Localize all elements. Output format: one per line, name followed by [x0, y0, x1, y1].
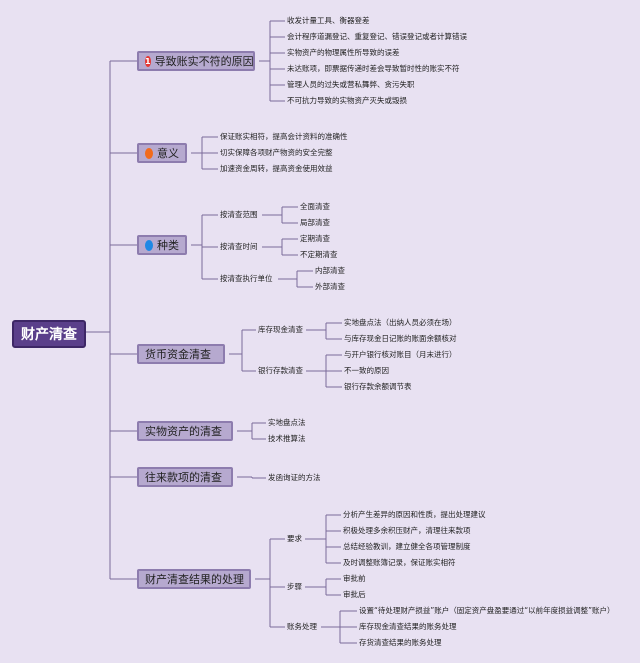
- leaf-significance-1[interactable]: 保证账实相符，提高会计资料的准确性: [220, 132, 348, 141]
- branch-cash-funds[interactable]: 货币资金清查: [137, 344, 225, 364]
- branch-result-handling-label: 财产清查结果的处理: [145, 573, 244, 586]
- branch-causes-label: 导致账实不符的原因: [154, 55, 254, 68]
- branch-causes[interactable]: 1 导致账实不符的原因: [137, 51, 255, 71]
- branch-types[interactable]: 种类: [137, 235, 187, 255]
- connector-executor: [278, 270, 313, 288]
- sub-bank-deposit[interactable]: 银行存款清查: [258, 366, 303, 375]
- sub-requirements[interactable]: 要求: [287, 534, 302, 543]
- connector-bank: [306, 354, 342, 388]
- leaf-bank-statement[interactable]: 银行存款余额调节表: [344, 382, 412, 391]
- leaf-physical-count[interactable]: 实地盘点法: [268, 418, 306, 427]
- connector-receivables: [237, 476, 266, 479]
- leaf-req-2[interactable]: 积极处理多余积压财产，清理往来款项: [343, 526, 471, 535]
- branch-types-label: 种类: [157, 239, 179, 252]
- branch-cash-funds-label: 货币资金清查: [145, 348, 211, 361]
- leaf-cause-3[interactable]: 实物资产的物理属性所导致的误差: [287, 48, 400, 57]
- leaf-cause-6[interactable]: 不可抗力导致的实物资产灭失或毁损: [287, 96, 407, 105]
- sub-by-time[interactable]: 按清查时间: [220, 242, 258, 251]
- leaf-after-approval[interactable]: 审批后: [343, 590, 366, 599]
- leaf-internal-check[interactable]: 内部清查: [315, 266, 345, 275]
- connector-types: [191, 214, 218, 280]
- connector-physical: [237, 422, 266, 440]
- sub-by-executor[interactable]: 按清查执行单位: [220, 274, 273, 283]
- number-1-icon: 1: [145, 55, 151, 67]
- sub-by-scope[interactable]: 按清查范围: [220, 210, 258, 219]
- leaf-before-approval[interactable]: 审批前: [343, 574, 366, 583]
- leaf-significance-2[interactable]: 切实保障各项财产物资的安全完整: [220, 148, 333, 157]
- root-node[interactable]: 财产清查: [12, 320, 86, 348]
- branch-physical-assets-label: 实物资产的清查: [145, 425, 222, 438]
- connector-root: [86, 60, 137, 580]
- orange-circle-icon: [145, 147, 153, 159]
- connector-result: [255, 538, 285, 628]
- sub-steps[interactable]: 步骤: [287, 582, 302, 591]
- connector-cash-on-hand: [306, 322, 342, 340]
- leaf-bank-reconcile[interactable]: 与开户银行核对账目（月末进行）: [344, 350, 457, 359]
- connector-scope: [262, 206, 298, 224]
- leaf-inventory-result[interactable]: 存货清查结果的账务处理: [359, 638, 442, 647]
- leaf-confirmation-letter[interactable]: 发函询证的方法: [268, 473, 321, 482]
- leaf-full-check[interactable]: 全面清查: [300, 202, 330, 211]
- leaf-irregular-check[interactable]: 不定期清查: [300, 250, 338, 259]
- leaf-technical-estimate[interactable]: 技术推算法: [268, 434, 306, 443]
- leaf-cause-4[interactable]: 未达账项，即票据传递时差会导致暂时性的账实不符: [287, 64, 460, 73]
- sub-cash-on-hand[interactable]: 库存现金清查: [258, 325, 303, 334]
- branch-significance[interactable]: 意义: [137, 143, 187, 163]
- connector-cash-funds: [229, 329, 256, 372]
- leaf-cash-result[interactable]: 库存现金清查结果的账务处理: [359, 622, 457, 631]
- leaf-partial-check[interactable]: 局部清查: [300, 218, 330, 227]
- connector-requirements: [305, 514, 341, 564]
- leaf-bank-mismatch[interactable]: 不一致的原因: [344, 366, 389, 375]
- blue-circle-icon: [145, 239, 153, 251]
- branch-result-handling[interactable]: 财产清查结果的处理: [137, 569, 251, 589]
- connector-steps: [305, 578, 341, 596]
- leaf-external-check[interactable]: 外部清查: [315, 282, 345, 291]
- leaf-suspense-account[interactable]: 设置“待处理财产损益”账户（固定资产盘盈要通过“以前年度损益调整”账户）: [359, 606, 615, 615]
- branch-receivables[interactable]: 往来款项的清查: [137, 467, 233, 487]
- leaf-significance-3[interactable]: 加速资金周转，提高资金使用效益: [220, 164, 333, 173]
- branch-physical-assets[interactable]: 实物资产的清查: [137, 421, 233, 441]
- leaf-cause-5[interactable]: 管理人员的过失或营私舞弊、贪污失职: [287, 80, 415, 89]
- leaf-req-1[interactable]: 分析产生差异的原因和性质，提出处理建议: [343, 510, 486, 519]
- connector-significance: [191, 136, 218, 170]
- connector-time: [262, 238, 298, 256]
- connector-accounting: [321, 610, 357, 644]
- leaf-cause-2[interactable]: 会计程序道漏登记、重复登记、错误登记或者计算错误: [287, 32, 467, 41]
- leaf-req-3[interactable]: 总结经验教训，建立健全各项管理制度: [343, 542, 471, 551]
- branch-receivables-label: 往来款项的清查: [145, 471, 222, 484]
- leaf-req-4[interactable]: 及时调整账簿记录，保证账实相符: [343, 558, 456, 567]
- sub-accounting[interactable]: 账务处理: [287, 622, 317, 631]
- leaf-cause-1[interactable]: 收发计量工具、衡器登差: [287, 16, 370, 25]
- branch-significance-label: 意义: [157, 147, 179, 160]
- leaf-cash-count[interactable]: 实地盘点法（出纳人员必须在场）: [344, 318, 457, 327]
- leaf-cash-journal[interactable]: 与库存现金日记账的账面余额核对: [344, 334, 457, 343]
- leaf-periodic-check[interactable]: 定期清查: [300, 234, 330, 243]
- connector-causes: [259, 20, 285, 102]
